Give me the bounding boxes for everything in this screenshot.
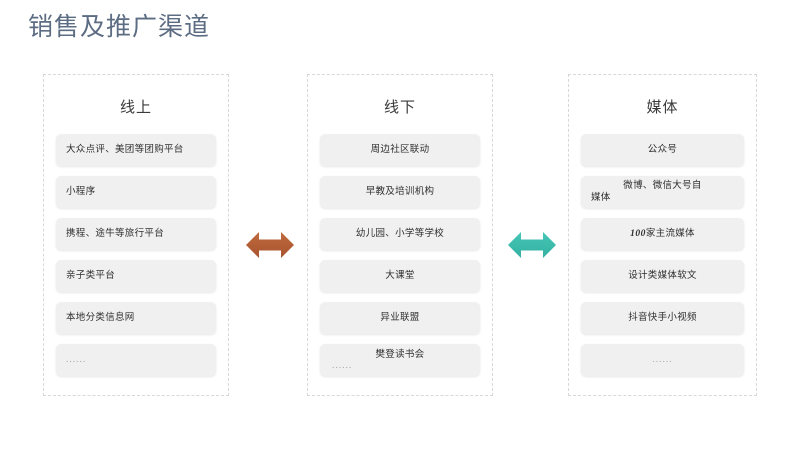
list-item-placeholder[interactable]: ...... [56, 344, 216, 376]
list-item-label: 早教及培训机构 [365, 187, 435, 197]
list-item-label: 设计类媒体软文 [628, 271, 697, 281]
double-arrow-icon [246, 228, 294, 262]
list-item-label: 幼儿园、小学等学校 [355, 229, 445, 239]
list-item-label: 家主流媒体 [645, 229, 695, 239]
list-item[interactable]: 幼儿园、小学等学校 [320, 218, 480, 250]
list-item[interactable]: 本地分类信息网 [56, 302, 216, 334]
list-item[interactable]: 樊登读书会 ...... [320, 344, 480, 376]
double-arrow-icon [508, 228, 556, 262]
list-item[interactable]: 早教及培训机构 [320, 176, 480, 208]
list-item-sublabel: ...... [332, 360, 353, 371]
list-item[interactable]: 设计类媒体软文 [581, 260, 744, 292]
item-list-offline: 周边社区联动 早教及培训机构 幼儿园、小学等学校 大课堂 异业联盟 樊登读书会 … [308, 134, 492, 376]
list-item-label: 小程序 [66, 187, 96, 197]
item-list-online: 大众点评、美团等团购平台 小程序 携程、途牛等旅行平台 亲子类平台 本地分类信息… [44, 134, 228, 376]
list-item[interactable]: 抖音快手小视频 [581, 302, 744, 334]
list-item-label: ...... [652, 355, 673, 365]
list-item-label: 樊登读书会 [375, 349, 425, 360]
column-header-media: 媒体 [646, 100, 679, 116]
list-item[interactable]: 大众点评、美团等团购平台 [56, 134, 216, 166]
list-item-label: 携程、途牛等旅行平台 [66, 229, 165, 239]
list-item-label: 本地分类信息网 [66, 313, 135, 323]
list-item-label: ...... [66, 355, 87, 365]
list-item[interactable]: 公众号 [581, 134, 744, 166]
list-item-number: 100 [630, 229, 646, 239]
list-item-label: 周边社区联动 [370, 145, 430, 155]
list-item-label: 抖音快手小视频 [628, 313, 697, 323]
column-header-online: 线上 [119, 100, 152, 116]
list-item-label: 公众号 [647, 145, 678, 155]
list-item[interactable]: 亲子类平台 [56, 260, 216, 292]
list-item-label: 大众点评、美团等团购平台 [66, 145, 184, 155]
list-item-label: 亲子类平台 [66, 271, 116, 281]
list-item-label: 大课堂 [385, 271, 415, 281]
list-item[interactable]: 大课堂 [320, 260, 480, 292]
column-header-offline: 线下 [383, 100, 416, 116]
list-item[interactable]: 携程、途牛等旅行平台 [56, 218, 216, 250]
list-item-placeholder[interactable]: ...... [581, 344, 744, 376]
list-item-label-line2: 媒体 [591, 193, 611, 203]
column-online: 线上 大众点评、美团等团购平台 小程序 携程、途牛等旅行平台 亲子类平台 本地分… [43, 74, 229, 396]
list-item-label: 微博、微信大号自 [623, 181, 702, 191]
column-offline: 线下 周边社区联动 早教及培训机构 幼儿园、小学等学校 大课堂 异业联盟 [307, 74, 493, 396]
list-item-label: 异业联盟 [380, 313, 420, 323]
list-item[interactable]: 小程序 [56, 176, 216, 208]
list-item[interactable]: 异业联盟 [320, 302, 480, 334]
page-title: 销售及推广渠道 [28, 14, 211, 41]
columns-row: 线上 大众点评、美团等团购平台 小程序 携程、途牛等旅行平台 亲子类平台 本地分… [0, 74, 800, 396]
list-item[interactable]: 微博、微信大号自 媒体 [581, 176, 744, 208]
list-item[interactable]: 周边社区联动 [320, 134, 480, 166]
